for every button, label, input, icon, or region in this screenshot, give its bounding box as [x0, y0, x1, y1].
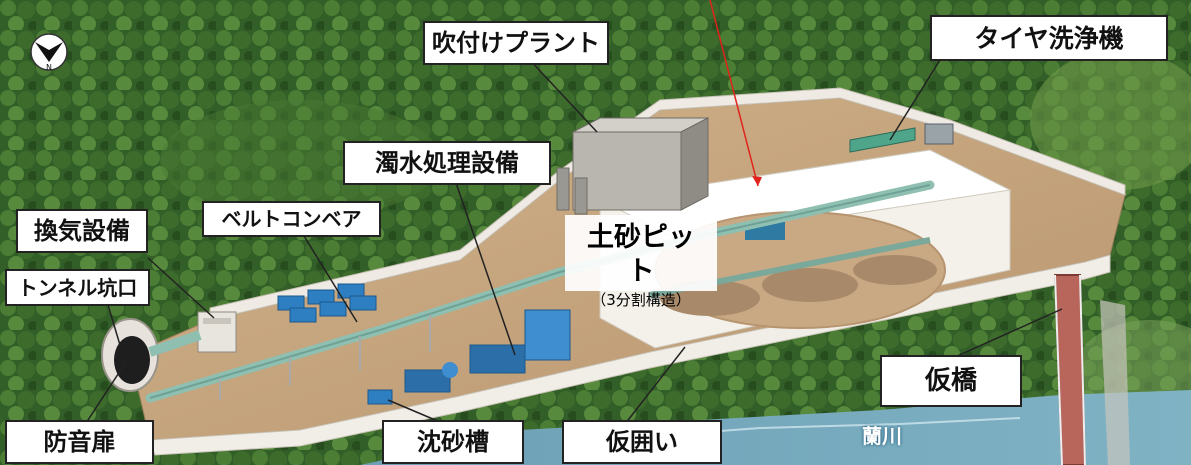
label-temporary-bridge: 仮橋 [880, 355, 1022, 407]
leader-lines [85, 57, 1063, 425]
red-arrow [709, 0, 759, 187]
tire-washer [849, 123, 954, 153]
label-tire-washer: タイヤ洗浄機 [930, 15, 1168, 61]
sedimentation-tank [367, 389, 393, 405]
blue-containers [277, 283, 377, 323]
label-river: 蘭川 [862, 424, 902, 448]
soil-pit-subtitle: （3分割構造） [591, 291, 691, 309]
label-soundproof-door: 防音扉 [5, 420, 154, 464]
label-shotcrete-plant: 吹付けプラント [423, 21, 609, 65]
label-temporary-enclosure: 仮囲い [562, 420, 722, 464]
label-ventilation: 換気設備 [16, 209, 148, 253]
label-turbid-water-treatment: 濁水処理設備 [343, 141, 551, 185]
water-treatment-equipment [404, 309, 571, 393]
enclosure-wall-front [149, 254, 1111, 456]
north-compass-icon: N [30, 33, 68, 72]
shotcrete-plant [556, 117, 709, 215]
label-tunnel-portal: トンネル坑口 [5, 269, 150, 306]
label-soil-pit: 土砂ピット （3分割構造） [565, 215, 717, 309]
label-belt-conveyor: ベルトコンベア [202, 201, 381, 237]
label-sedimentation-tank: 沈砂槽 [382, 420, 524, 464]
soil-pit-title: 土砂ピット [587, 222, 695, 287]
compass-letter: N [46, 63, 52, 72]
